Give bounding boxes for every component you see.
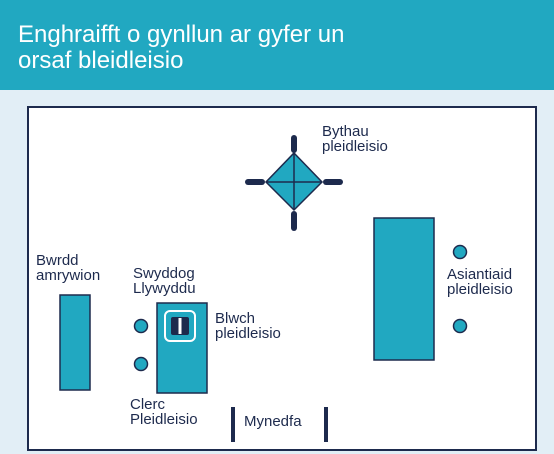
entrance-label: Mynedfa: [244, 413, 302, 430]
poll-clerk-label: Clerc Pleidleisio: [130, 396, 198, 428]
figure-title: Enghraifft o gynllun ar gyfer un orsaf b…: [18, 21, 345, 74]
ballot-box-label: Blwch pleidleisio: [215, 310, 281, 342]
polling-agent-seat: [452, 318, 468, 334]
miscellaneous-table-label: Bwrdd amrywion: [36, 252, 101, 284]
presiding-officer-label: Swyddog Llywyddu: [133, 265, 196, 297]
ballot-box-icon: [164, 310, 196, 342]
presiding-officer-seat: [133, 318, 149, 334]
poll-clerk-seat: [133, 356, 149, 372]
polling-agents-label: Asiantiaid pleidleisio: [447, 266, 513, 298]
miscellaneous-table: [59, 294, 91, 391]
room-outline: [27, 106, 537, 451]
title-banner: Enghraifft o gynllun ar gyfer un orsaf b…: [0, 0, 554, 90]
voting-booths-label: Bythau pleidleisio: [322, 123, 388, 155]
polling-agents-table: [373, 217, 435, 361]
polling-agent-seat: [452, 244, 468, 260]
entrance-left-jamb: [231, 407, 235, 442]
voting-booths-symbol: [245, 135, 343, 231]
entrance-right-jamb: [324, 407, 328, 442]
